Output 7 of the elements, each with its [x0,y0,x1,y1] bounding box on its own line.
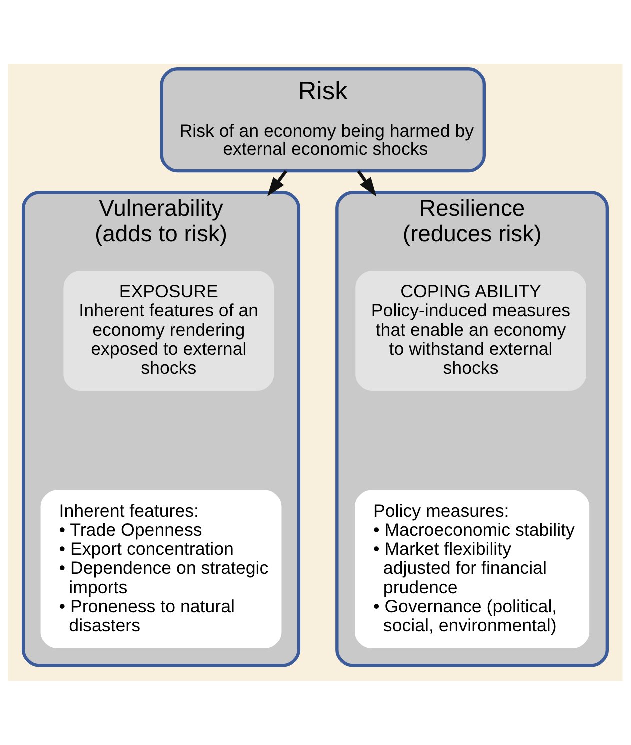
node-box: COPING ABILITY Policy-induced measures that enable an economy to withstand external shocks [356,271,586,391]
node-box: EXPOSURE Inherent features of an economy rendering exposed to external shocks [64,271,274,391]
node-box: Policy measures: • Macroeconomic stability • Market flexibility adjusted for financial prudence • Governance (political, social, environmental) [355,490,590,648]
arrow [267,170,288,197]
node-box: Inherent features: • Trade Openness • Export concentration • Dependence on strategic imports • Proneness to natural disasters [40,490,282,648]
arrow [357,170,377,197]
node-box: Risk Risk of an economy being harmed by external economic shocks [160,68,486,173]
